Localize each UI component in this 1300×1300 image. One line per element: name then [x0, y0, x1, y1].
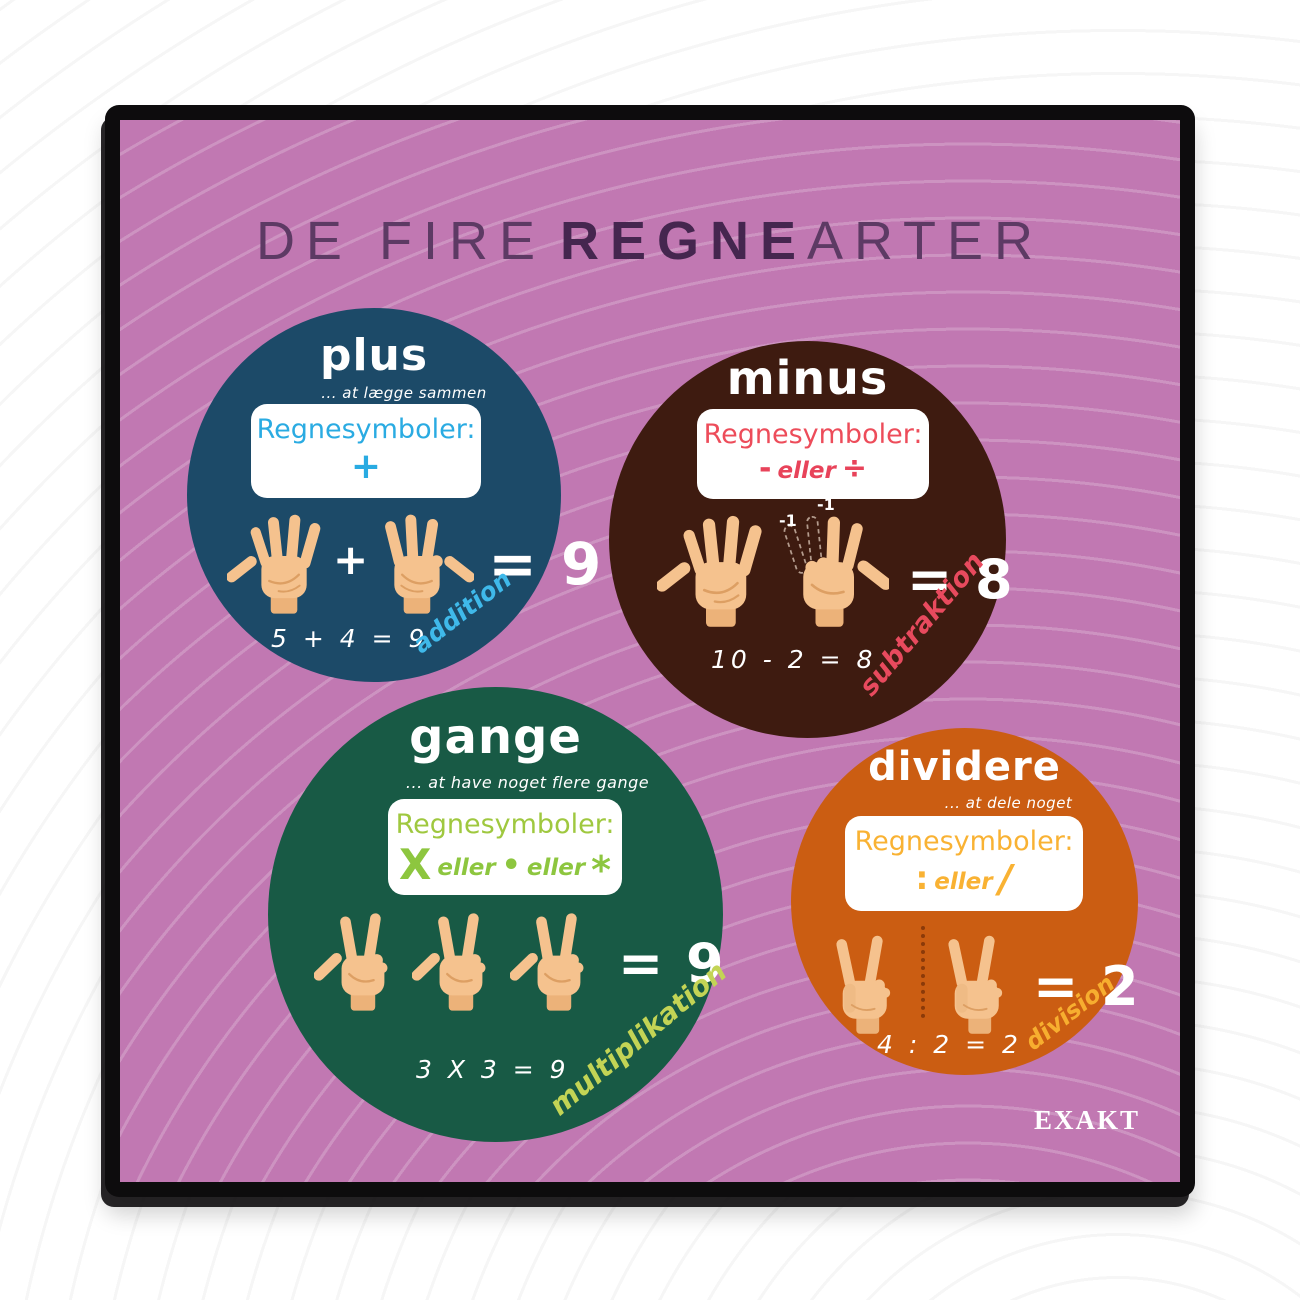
minus-one-mark: -1 [817, 495, 835, 514]
symbols-row: :eller/ [845, 857, 1083, 901]
hand-2-fingers-icon [941, 935, 1017, 1034]
hands-row-gange: = 9 [314, 911, 726, 1011]
circle-minus: minus ... at trække fra Regnesymboler: -… [609, 341, 1013, 738]
hand-2-fingers-icon [829, 935, 905, 1034]
symbols-label: Regnesymboler: [703, 419, 923, 450]
divide-colon-symbol: : [915, 859, 929, 897]
hand-minus-wrapper: -1 -1 [777, 495, 889, 627]
result-gange: = 9 [618, 932, 726, 995]
equation-gange: 3 X 3 = 9 [416, 1055, 570, 1084]
hand-5-fingers-icon [657, 513, 769, 627]
symbols-label: Regnesymboler: [256, 414, 476, 445]
symbols-box-plus: Regnesymboler: + [251, 404, 481, 498]
symbols-box-minus: Regnesymboler: -eller÷ [697, 409, 929, 499]
hands-row-plus: + = 9 [227, 512, 603, 614]
title-part-2: REGNE [559, 211, 808, 271]
circle-gange: gange ... at have noget flere gange Regn… [268, 687, 733, 1142]
circle-dividere: dividere ... at dele noget Regnesymboler… [791, 728, 1141, 1075]
symbols-row: -eller÷ [697, 452, 929, 485]
circle-plus: plus ... at lægge sammen Regnesymboler: … [187, 308, 601, 682]
operation-name-gange: gange [409, 709, 582, 765]
plus-symbol: + [350, 446, 382, 487]
title-part-3: ARTER [807, 211, 1045, 271]
brand-logo: EXAKT [1033, 1105, 1140, 1135]
minus-symbol: - [759, 451, 772, 486]
equation-dividere: 4 : 2 = 2 [877, 1030, 1022, 1059]
minus-one-mark: -1 [779, 511, 797, 530]
hands-row-minus: -1 -1 = 8 [657, 495, 1015, 627]
operation-subtitle-dividere: ... at dele noget [944, 794, 1073, 812]
operation-name-minus: minus [726, 351, 889, 405]
conjunction-eller: eller [934, 869, 993, 895]
operation-name-dividere: dividere [868, 744, 1061, 790]
operation-subtitle-gange: ... at have noget flere gange [405, 773, 650, 792]
operation-subtitle-plus: ... at lægge sammen [321, 384, 487, 402]
hand-minus-folded-fingers-icon [777, 513, 889, 627]
divide-slash-symbol: / [998, 857, 1013, 901]
equation-minus: 10 - 2 = 8 [711, 645, 877, 674]
equation-plus: 5 + 4 = 9 [271, 624, 429, 653]
obelus-symbol: ÷ [841, 451, 867, 486]
symbols-label: Regnesymboler: [854, 826, 1074, 857]
conjunction-eller: eller [437, 855, 496, 881]
hand-3-fingers-icon [510, 911, 598, 1011]
hand-3-fingers-icon [412, 911, 500, 1011]
conjunction-eller: eller [526, 855, 586, 881]
symbols-row: + [251, 447, 481, 487]
hand-5-fingers-icon [227, 512, 327, 614]
dotted-divider-line [921, 926, 925, 1018]
multiply-dot-symbol: • [501, 848, 521, 883]
hands-row-dividere: = 2 [829, 926, 1141, 1034]
result-minus: = 8 [907, 548, 1015, 611]
conjunction-eller: eller [777, 458, 836, 484]
multiply-asterisk-symbol: * [591, 848, 612, 892]
result-dividere: = 2 [1033, 955, 1141, 1018]
hand-3-fingers-icon [314, 911, 402, 1011]
title-part-1: DE FIRE [255, 211, 546, 271]
operation-name-plus: plus [319, 330, 429, 381]
result-plus: = 9 [488, 530, 604, 598]
symbols-label: Regnesymboler: [395, 809, 615, 840]
plus-operator: + [333, 535, 369, 584]
symbols-box-dividere: Regnesymboler: :eller/ [845, 816, 1083, 911]
multiply-x-symbol: X [398, 840, 432, 889]
